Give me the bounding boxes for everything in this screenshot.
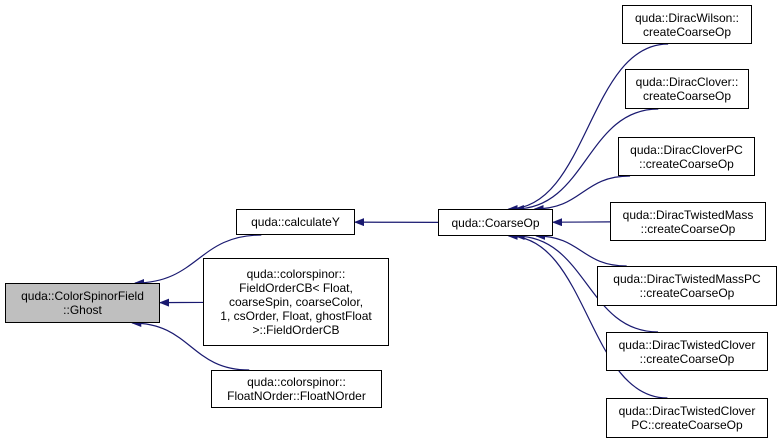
edge-diractwistedcloverpc-to-coarseop	[507, 232, 668, 399]
node-label-line: coarseSpin, coarseColor,	[228, 295, 364, 309]
node-calculatey[interactable]: quda::calculateY	[236, 209, 355, 235]
node-label-line: quda::DiracTwistedClover	[618, 404, 756, 418]
node-label-line: ::createCoarseOp	[640, 221, 736, 236]
node-colorspinorfield-ghost: quda::ColorSpinorField ::Ghost	[5, 283, 160, 323]
node-label-line: ::createCoarseOp	[639, 286, 735, 300]
node-diractwistedcloverpc-createcoarseop[interactable]: quda::DiracTwistedClover PC::createCoars…	[606, 398, 768, 438]
node-label-line: quda::CoarseOp	[451, 215, 540, 230]
node-label-line: quda::DiracTwistedMass	[622, 207, 754, 222]
node-label-line: quda::calculateY	[251, 215, 340, 229]
node-label-line: quda::DiracTwistedClover	[618, 337, 756, 352]
edge-diractwistedmasspc-to-coarseop	[535, 232, 627, 267]
node-label-line: createCoarseOp	[642, 24, 732, 39]
node-label-line: 1, csOrder, Float, ghostFloat	[220, 309, 372, 323]
edge-diractwistedclover-to-coarseop	[514, 232, 659, 333]
edge-floatnorder-to-ghost	[131, 319, 250, 371]
node-label-line: PC::createCoarseOp	[631, 418, 743, 432]
node-label-line: createCoarseOp	[642, 89, 732, 103]
node-label-line: quda::DiracClover::	[635, 75, 739, 89]
node-diractwistedmass-createcoarseop[interactable]: quda::DiracTwistedMass ::createCoarseOp	[610, 202, 766, 241]
node-diractwistedclover-createcoarseop[interactable]: quda::DiracTwistedClover ::createCoarseO…	[606, 332, 768, 371]
node-diracclover-createcoarseop[interactable]: quda::DiracClover:: createCoarseOp	[625, 69, 749, 109]
node-label-line: quda::colorspinor::	[247, 375, 346, 389]
edge-calculatey-to-ghost	[134, 234, 262, 287]
node-label-line: FieldOrderCB< Float,	[239, 281, 353, 295]
node-diraccloverpc-createcoarseop[interactable]: quda::DiracCloverPC ::createCoarseOp	[618, 137, 755, 176]
node-label-line: ::createCoarseOp	[639, 156, 734, 171]
node-label-line: ::Ghost	[63, 303, 102, 317]
node-floatnorder[interactable]: quda::colorspinor:: FloatNOrder::FloatNO…	[211, 370, 382, 408]
node-diracwilson-createcoarseop[interactable]: quda::DiracWilson:: createCoarseOp	[622, 5, 752, 44]
edge-diracwilson-to-coarseop	[507, 43, 669, 213]
node-label-line: quda::DiracWilson::	[634, 10, 740, 25]
node-diractwistedmasspc-createcoarseop[interactable]: quda::DiracTwistedMassPC ::createCoarseO…	[597, 266, 777, 306]
node-fieldordercb[interactable]: quda::colorspinor:: FieldOrderCB< Float,…	[203, 258, 389, 346]
node-label-line: quda::ColorSpinorField	[21, 289, 144, 303]
node-label-line: quda::DiracCloverPC	[630, 142, 743, 157]
node-label-line: >::FieldOrderCB	[252, 323, 340, 337]
edge-diraccloverpc-to-coarseop	[533, 175, 631, 213]
node-label-line: quda::DiracTwistedMassPC	[613, 272, 761, 286]
node-label-line: quda::colorspinor::	[246, 267, 346, 281]
node-label-line: FloatNOrder::FloatNOrder	[227, 389, 366, 403]
edge-diracclover-to-coarseop	[513, 108, 659, 213]
node-label-line: ::createCoarseOp	[639, 351, 735, 366]
node-coarseop[interactable]: quda::CoarseOp	[438, 209, 553, 236]
